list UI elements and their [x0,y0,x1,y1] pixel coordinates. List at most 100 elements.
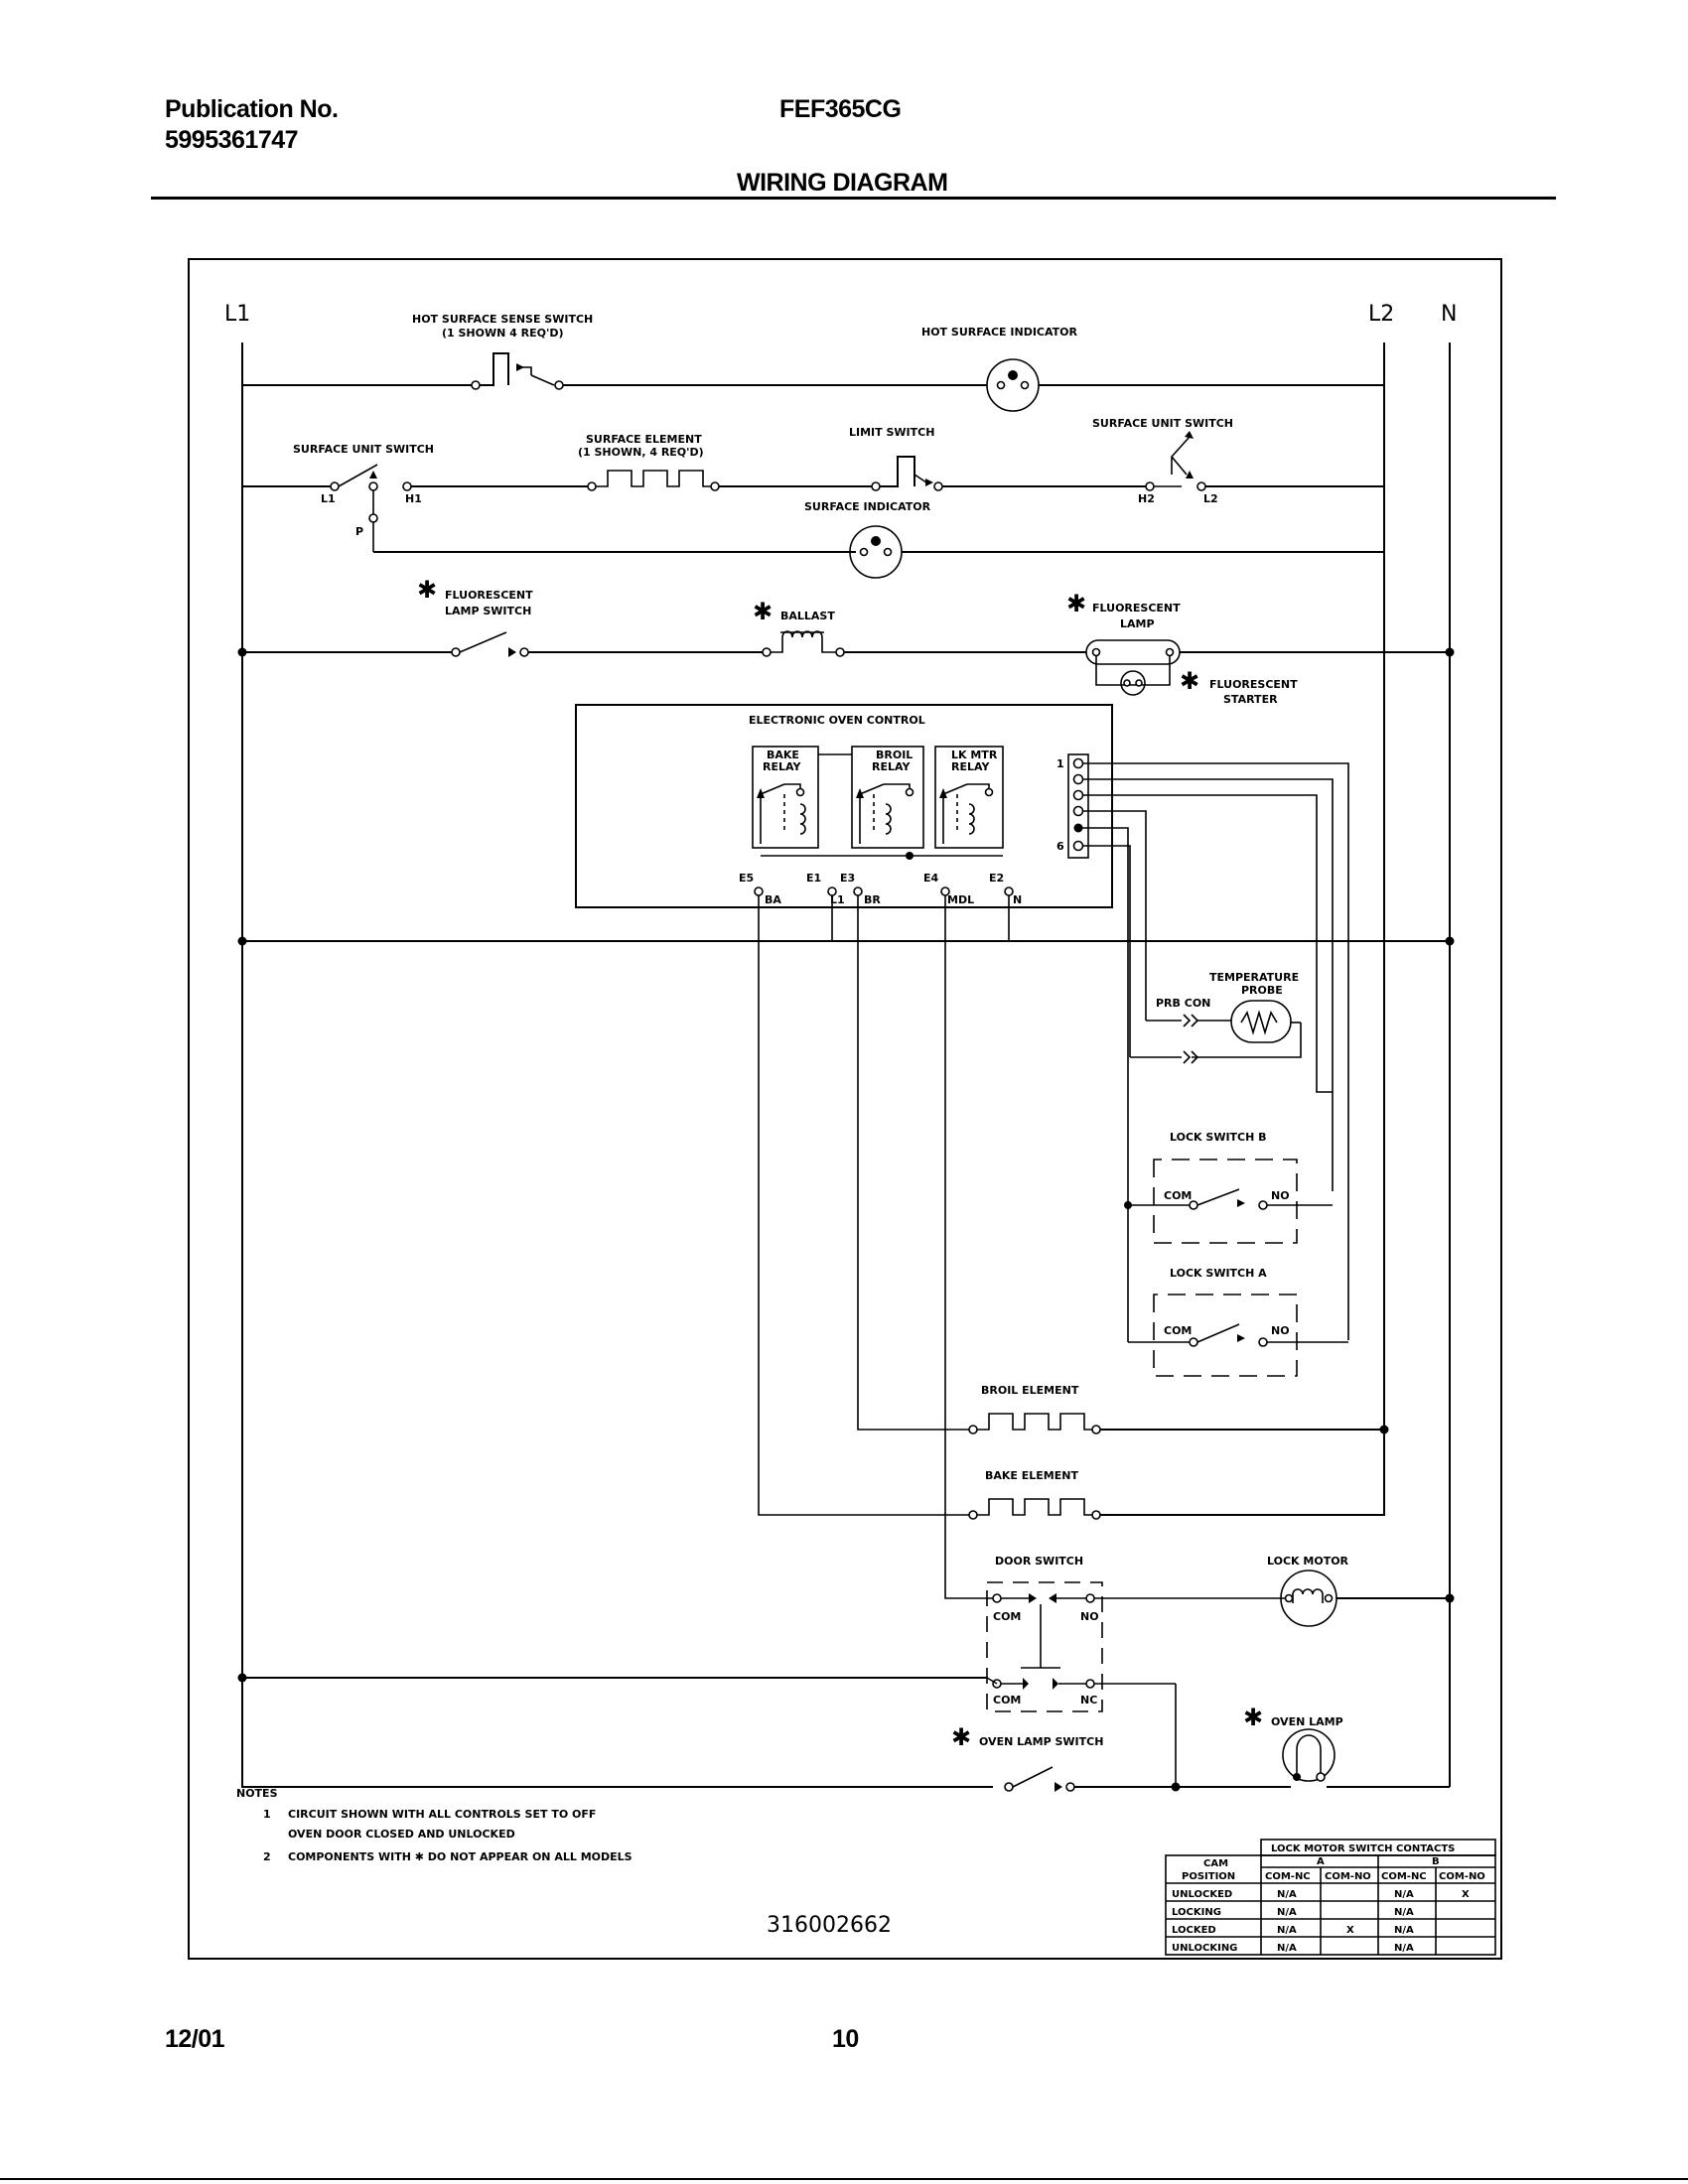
wire-segment [1445,1593,1455,1603]
wire-segment [1082,762,1349,1340]
wire-segment [330,481,340,491]
wire-segment [1072,789,1084,801]
broil-element [977,1413,1092,1431]
wire-segment [992,1593,1002,1603]
temperature-probe-label: TEMPERATURE [1209,971,1299,984]
electronic-oven-control-label: ELECTRONIC OVEN CONTROL [749,714,925,727]
oven-lamp-label: OVEN LAMP [1271,1715,1343,1728]
publication-number: 5995361747 [165,126,299,154]
diagram-label: N/A [1277,1925,1297,1936]
wire-segment [857,895,969,1431]
diagram-label: COM-NC [1265,1871,1311,1882]
diagram-label: MDL [947,893,974,906]
hot-surface-sense-switch-label: HOT SURFACE SENSE SWITCH [412,313,593,326]
footer-rule [0,2178,1688,2180]
wire-segment [241,1678,993,1788]
diagram-label: 1 [263,1808,271,1821]
surface-indicator [849,525,903,579]
table-title: LOCK MOTOR SWITCH CONTACTS [1271,1843,1455,1854]
wire-segment [1029,1593,1037,1603]
hot-surface-sense-switch [480,352,509,386]
surface-unit-switch-right-label: SURFACE UNIT SWITCH [1092,417,1233,430]
wire-segment [1293,1773,1301,1781]
wire-segment [1284,1593,1294,1603]
wire-segment [1085,1593,1095,1603]
wire-segment [1196,481,1206,491]
wire-segment [984,787,994,797]
wire-segment [1192,1023,1302,1058]
wire-segment [835,647,845,657]
eoc-terminal-e2: E2 [989,872,1004,885]
lock-switch-b [1196,1188,1240,1206]
connector-pin-6-label: 6 [1056,840,1064,853]
wire-segment [1100,1430,1385,1516]
diagram-label: LAMP [1120,617,1155,630]
wire-segment [1237,1334,1245,1342]
wire-segment [1145,481,1155,491]
wire-segment [1165,1854,1496,1956]
lk-mtr-relay [934,746,1004,849]
probe-connector-lower [1183,1050,1199,1064]
diagram-label: N/A [1277,1907,1297,1918]
broil-element-label: BROIL ELEMENT [981,1384,1079,1397]
hot-surface-indicator [986,358,1040,412]
broil-relay-label: BROIL [876,749,913,761]
wire-segment [1091,647,1101,657]
connector-j1 [1067,753,1089,859]
wire-segment [1004,1782,1014,1792]
fluorescent-lamp-label: FLUORESCENT [1092,602,1181,614]
wire-segment [402,481,412,491]
oven-lamp [1282,1728,1336,1782]
wire-segment [1065,1782,1075,1792]
diagram-label: N/A [1394,1889,1414,1900]
publication-label: Publication No. [165,95,339,123]
note-1-line-1: CIRCUIT SHOWN WITH ALL CONTROLS SET TO O… [288,1808,596,1821]
diagram-label: ✱ [1066,590,1086,617]
lock-switch-a-com: COM [1164,1324,1192,1337]
diagram-label: ✱ [1180,667,1199,695]
wire-segment [1171,456,1188,476]
limit-switch-label: LIMIT SWITCH [849,426,934,439]
terminal-l1: L1 [321,492,336,505]
bake-element-label: BAKE ELEMENT [985,1469,1078,1482]
diagram-label: LOCKED [1172,1925,1216,1936]
wire-segment [996,380,1006,390]
wire-segment [1023,1678,1029,1690]
wire-segment [1445,936,1455,946]
wire-segment [1316,1023,1333,1093]
door-switch-com-lower: COM [993,1694,1021,1706]
diagram-label: ✱ [417,576,437,604]
wire-segment [368,481,378,491]
lock-switch-b-label: LOCK SWITCH B [1170,1131,1267,1144]
wire-segment [939,788,947,798]
wire-segment [1292,1588,1324,1603]
diagram-label: X [1346,1925,1354,1936]
wire-segment [1316,1772,1326,1782]
wire-segment [1091,1510,1101,1520]
wire-segment [933,481,943,491]
wire-segment [1055,1782,1062,1792]
note-1-line-2: OVEN DOOR CLOSED AND UNLOCKED [288,1828,515,1841]
prb-con-label: PRB CON [1156,997,1210,1010]
eoc-terminal-e3: E3 [840,872,855,885]
diagram-label: BR [864,893,881,906]
wire-segment [905,787,914,797]
wire-segment [968,1510,978,1520]
diagram-label: LOCKING [1172,1907,1221,1918]
fluorescent-starter [1120,670,1146,696]
bake-relay-label: BAKE [767,749,799,761]
wire-segment [1091,1425,1101,1434]
surface-unit-switch-left [338,464,378,487]
wire-segment [968,803,975,835]
wire-segment [1072,757,1084,769]
diagram-label: COM-NC [1381,1871,1427,1882]
terminal-h1: H1 [405,492,422,505]
wire-segment [754,887,764,896]
bake-relay [752,746,819,849]
wire-segment [1153,1159,1298,1244]
wire-segment [883,547,893,557]
terminal-p: P [355,525,363,538]
diagram-label: X [1462,1889,1470,1900]
wire-segment [856,788,864,798]
